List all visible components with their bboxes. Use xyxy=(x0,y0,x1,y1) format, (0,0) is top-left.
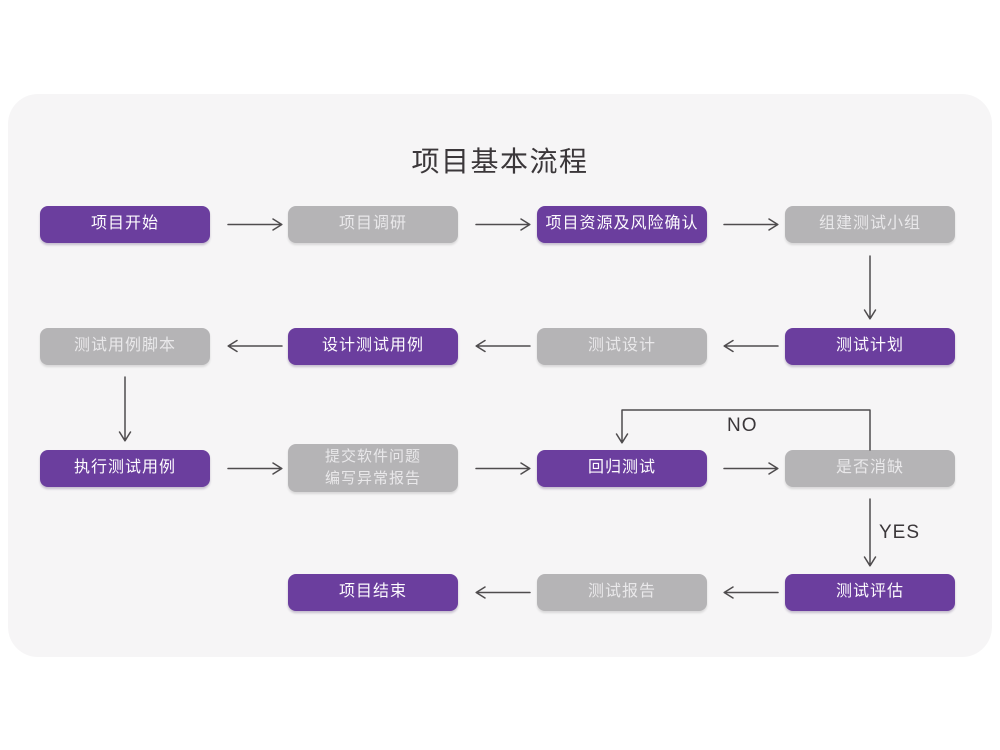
node-execute-test-cases-label: 执行测试用例 xyxy=(73,459,176,477)
node-design-test-cases: 设计测试用例 xyxy=(288,328,458,365)
node-resource-risk-confirm: 项目资源及风险确认 xyxy=(537,206,707,243)
node-defect-cleared: 是否消缺 xyxy=(785,450,955,487)
node-test-evaluation: 测试评估 xyxy=(785,574,955,611)
node-regression-test: 回归测试 xyxy=(537,450,707,487)
node-project-start-label: 项目开始 xyxy=(90,215,159,233)
edge-label-yes: YES xyxy=(879,522,921,543)
node-test-case-script: 测试用例脚本 xyxy=(40,328,210,365)
node-test-plan: 测试计划 xyxy=(785,328,955,365)
edge-label-no: NO xyxy=(727,415,758,436)
node-test-design: 测试设计 xyxy=(537,328,707,365)
flowchart-card xyxy=(8,94,992,657)
node-project-research-label: 项目调研 xyxy=(338,215,407,233)
node-test-case-script-label: 测试用例脚本 xyxy=(73,337,176,355)
node-defect-cleared-label: 是否消缺 xyxy=(835,459,904,477)
node-build-test-team: 组建测试小组 xyxy=(785,206,955,243)
node-project-end: 项目结束 xyxy=(288,574,458,611)
node-test-report: 测试报告 xyxy=(537,574,707,611)
node-test-evaluation-label: 测试评估 xyxy=(835,583,904,601)
node-test-design-label: 测试设计 xyxy=(587,337,656,355)
node-design-test-cases-label: 设计测试用例 xyxy=(321,337,424,355)
node-project-end-label: 项目结束 xyxy=(338,583,407,601)
node-test-report-label: 测试报告 xyxy=(587,583,656,601)
node-project-start: 项目开始 xyxy=(40,206,210,243)
node-resource-risk-confirm-label: 项目资源及风险确认 xyxy=(545,215,699,233)
node-regression-test-label: 回归测试 xyxy=(587,459,656,477)
node-project-research: 项目调研 xyxy=(288,206,458,243)
node-submit-issue-report-label: 提交软件问题 编写异常报告 xyxy=(324,448,421,487)
node-test-plan-label: 测试计划 xyxy=(835,337,904,355)
diagram-title: 项目基本流程 xyxy=(411,146,589,177)
node-build-test-team-label: 组建测试小组 xyxy=(818,215,921,233)
node-submit-issue-report: 提交软件问题 编写异常报告 xyxy=(288,444,458,492)
node-execute-test-cases: 执行测试用例 xyxy=(40,450,210,487)
